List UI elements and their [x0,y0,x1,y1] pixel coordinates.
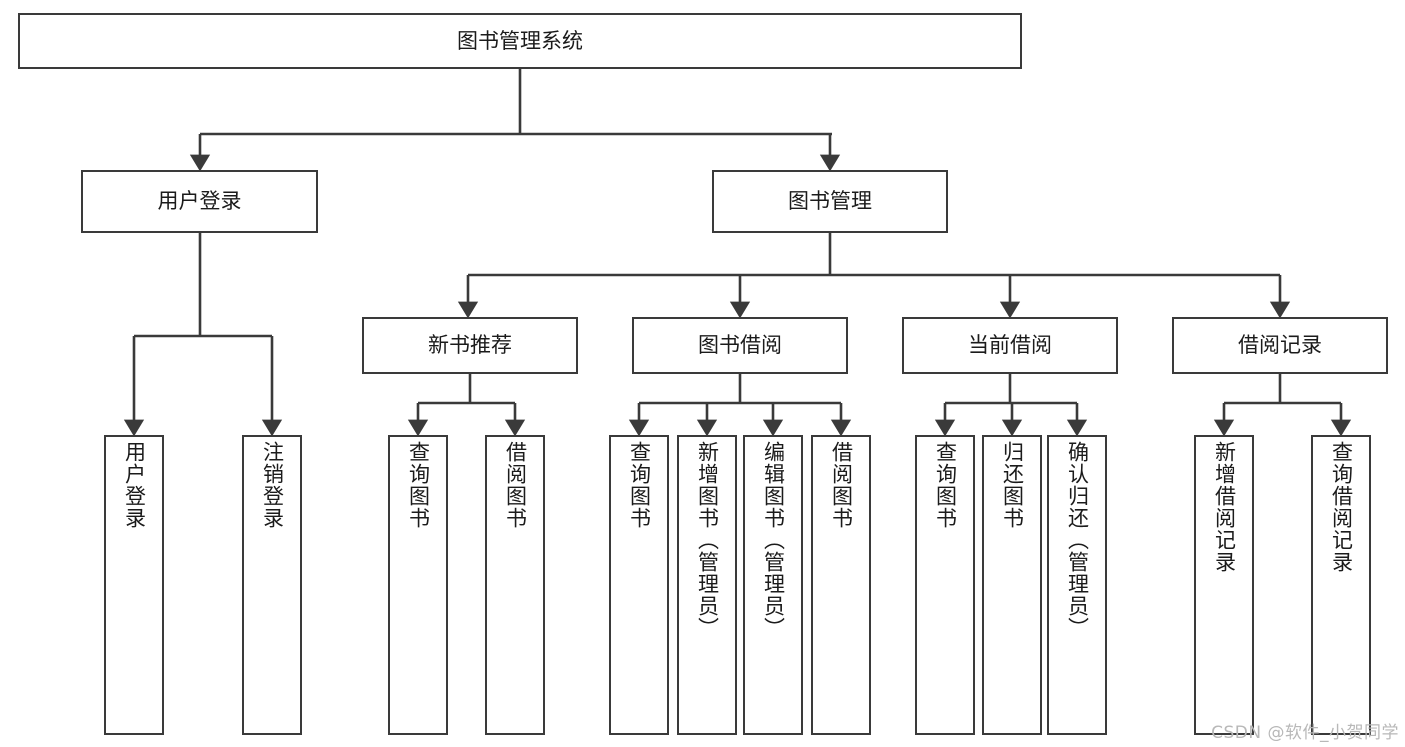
node-current-borrow[interactable]: 当前借阅 [902,317,1118,374]
node-root-system[interactable]: 图书管理系统 [18,13,1022,69]
node-label: 用户登录 [122,441,147,529]
node-label: 归还图书 [1000,441,1025,529]
node-leaf-user-login[interactable]: 用户登录 [104,435,164,735]
node-label: 借阅记录 [1238,333,1322,358]
node-label: 查询图书 [627,441,652,529]
node-label: 新增图书（管理员） [695,441,720,639]
node-leaf-cur-return-book[interactable]: 归还图书 [982,435,1042,735]
node-label: 新书推荐 [428,333,512,358]
node-leaf-borrow-query-book[interactable]: 查询图书 [609,435,669,735]
node-label: 新增借阅记录 [1212,441,1237,573]
node-label: 图书管理系统 [457,28,583,53]
node-book-borrow[interactable]: 图书借阅 [632,317,848,374]
node-leaf-rec-borrow-book[interactable]: 借阅图书 [485,435,545,735]
node-leaf-cur-query-book[interactable]: 查询图书 [915,435,975,735]
node-leaf-rec-query-book[interactable]: 查询图书 [388,435,448,735]
node-borrow-record[interactable]: 借阅记录 [1172,317,1388,374]
node-leaf-rec-query-record[interactable]: 查询借阅记录 [1311,435,1371,735]
node-book-manage[interactable]: 图书管理 [712,170,948,233]
node-leaf-user-logout[interactable]: 注销登录 [242,435,302,735]
node-leaf-borrow-edit-book[interactable]: 编辑图书（管理员） [743,435,803,735]
node-user-login[interactable]: 用户登录 [81,170,318,233]
node-label: 用户登录 [157,189,242,214]
node-label: 注销登录 [260,441,285,529]
node-label: 图书管理 [788,189,872,214]
node-new-book-recommend[interactable]: 新书推荐 [362,317,578,374]
node-label: 确认归还（管理员） [1065,441,1090,639]
node-label: 借阅图书 [829,441,854,529]
node-leaf-borrow-borrow-book[interactable]: 借阅图书 [811,435,871,735]
node-label: 当前借阅 [968,333,1052,358]
node-label: 编辑图书（管理员） [761,441,786,639]
node-label: 查询借阅记录 [1329,441,1354,573]
node-label: 查询图书 [933,441,958,529]
node-leaf-rec-add-record[interactable]: 新增借阅记录 [1194,435,1254,735]
node-label: 借阅图书 [503,441,528,529]
node-leaf-cur-confirm-return[interactable]: 确认归还（管理员） [1047,435,1107,735]
node-label: 查询图书 [406,441,431,529]
node-leaf-borrow-add-book[interactable]: 新增图书（管理员） [677,435,737,735]
node-label: 图书借阅 [698,333,782,358]
